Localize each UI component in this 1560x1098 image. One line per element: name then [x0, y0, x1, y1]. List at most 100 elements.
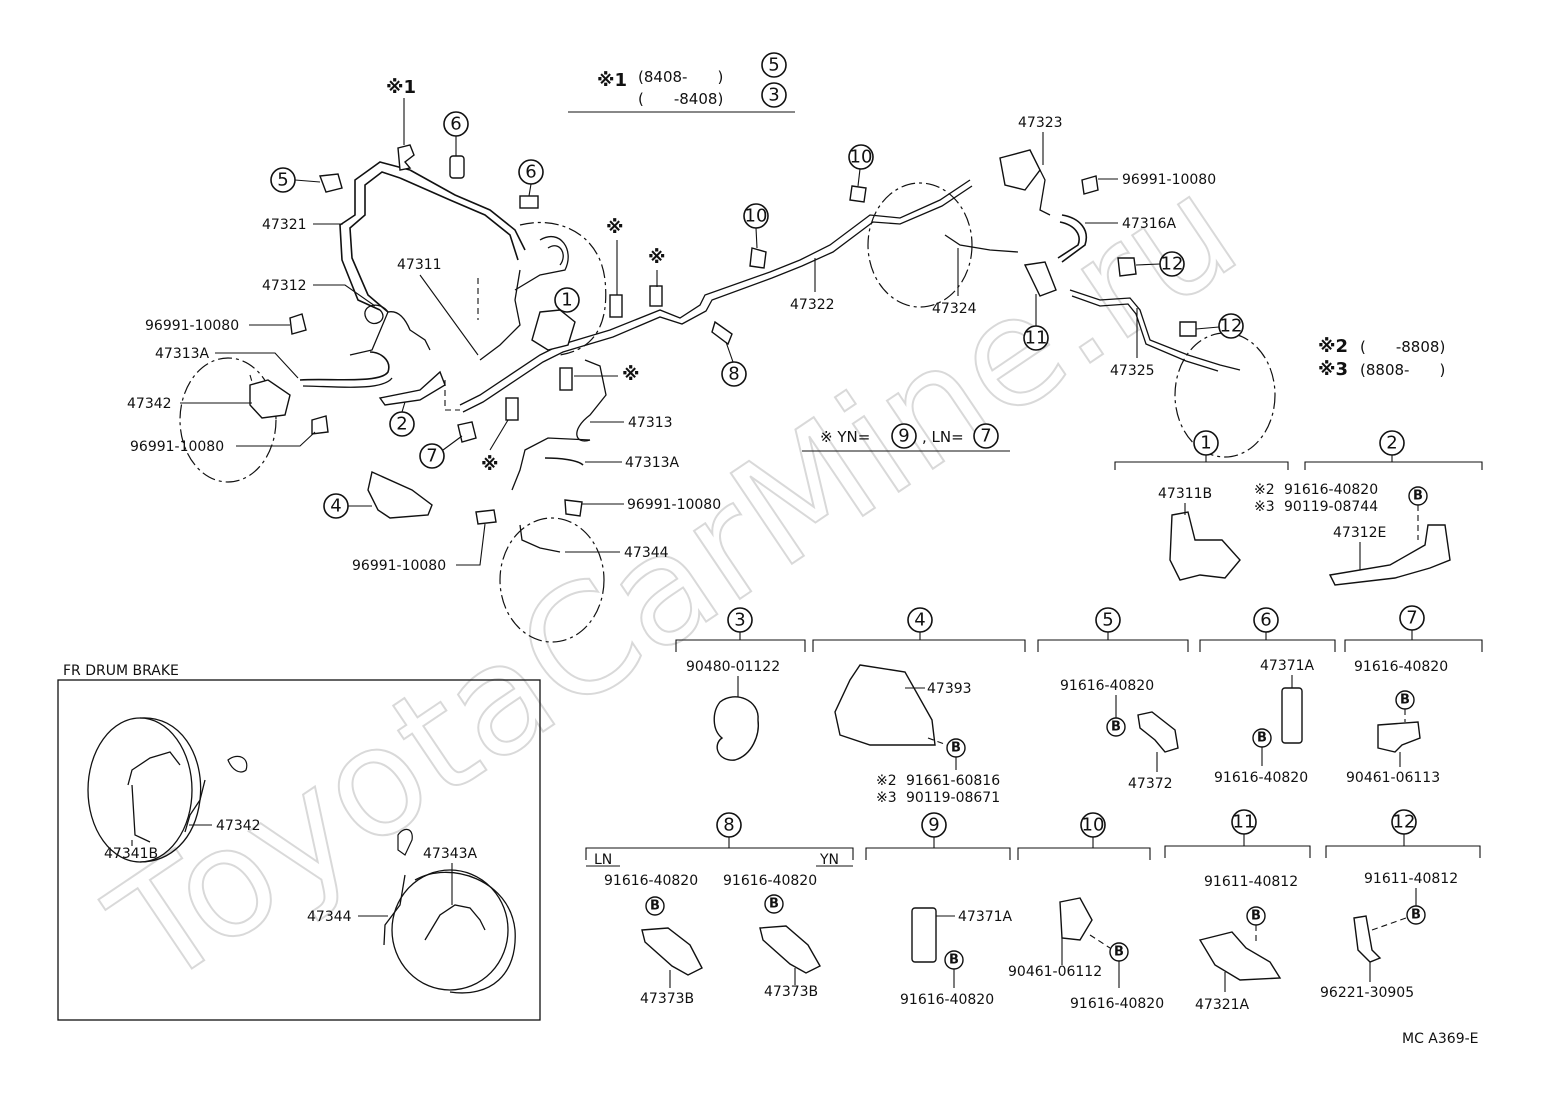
svg-text:12: 12 [1220, 316, 1243, 337]
yn-label: ※ YN= [820, 428, 870, 446]
clip-star-d [559, 367, 573, 391]
callout-12: 12 91611-40812 B 96221-30905 [1320, 809, 1481, 1001]
note-2-3-block: ※2 ( -8808) ※3 (8808- ) [1318, 336, 1445, 380]
clip-96991-b [311, 415, 329, 435]
note-3-value: (8808- ) [1360, 361, 1445, 379]
callout-5-part: 47372 [1128, 776, 1173, 792]
inset-label-47344: 47344 [307, 909, 352, 925]
clip-6a [449, 155, 465, 179]
callout-8-ln: LN [594, 852, 612, 868]
label-47311: 47311 [397, 257, 442, 273]
bracket-11 [1023, 261, 1057, 297]
svg-text:2: 2 [1386, 433, 1397, 454]
note-1-ref-1: 5 [761, 52, 787, 78]
callout-7-bolt: 91616-40820 [1354, 659, 1448, 675]
svg-text:5: 5 [277, 170, 288, 191]
yn-ref: 9 [891, 423, 917, 449]
ref-5: 5 [270, 167, 296, 193]
label-47316A: 47316A [1122, 216, 1177, 232]
label-47323: 47323 [1018, 115, 1063, 131]
svg-text:B: B [650, 899, 660, 914]
callout-1-part: 47311B [1158, 486, 1212, 502]
callout-10-bolt: 91616-40820 [1070, 996, 1164, 1012]
label-47313A-left: 47313A [155, 346, 210, 362]
diagram-code: MC A369-E [1402, 1031, 1479, 1047]
svg-text:9: 9 [928, 815, 939, 836]
svg-text:10: 10 [745, 206, 768, 227]
clip-12a [1117, 257, 1137, 277]
svg-text:※2: ※2 [876, 773, 897, 789]
label-96991-e: 96991-10080 [1122, 172, 1216, 188]
inset-label-47341B: 47341B [104, 846, 158, 862]
yn-ln-note: ※ YN= 9 , LN= 7 [802, 423, 1010, 452]
clip-7 [457, 421, 477, 443]
clip-96991-a [289, 313, 307, 335]
ref-1: 1 [554, 287, 580, 313]
callout-9: 9 47371A B 91616-40820 [865, 812, 1013, 1008]
callout-8-yn: YN [819, 852, 839, 868]
label-47344: 47344 [624, 545, 669, 561]
callout-7-part: 90461-06113 [1346, 770, 1440, 786]
label-47324: 47324 [932, 301, 977, 317]
bracket-47371A-6 [1281, 687, 1303, 744]
bracket-90461-7 [1377, 721, 1421, 753]
label-47342: 47342 [127, 396, 172, 412]
note-1-line-2: ( -8408) [638, 90, 723, 108]
callout-5: 5 91616-40820 B 47372 [1037, 607, 1189, 792]
svg-text:B: B [1413, 489, 1423, 504]
callout-9-bolt: 91616-40820 [900, 992, 994, 1008]
ref-2: 2 [389, 411, 415, 437]
callout-3-part: 90480-01122 [686, 659, 780, 675]
svg-text:B: B [1111, 720, 1121, 735]
asterisk-b: ※ [648, 247, 666, 268]
callout-11-bolt: 91611-40812 [1204, 874, 1298, 890]
clip-96991-d [475, 509, 497, 525]
small-parts [249, 144, 1197, 525]
svg-text:4: 4 [330, 496, 341, 517]
note-1-label: ※1 [597, 70, 627, 91]
svg-text:4: 4 [914, 610, 925, 631]
label-96991-b: 96991-10080 [130, 439, 224, 455]
clip-6b [519, 195, 539, 209]
svg-text:6: 6 [1260, 610, 1271, 631]
svg-text:B: B [1411, 908, 1421, 923]
main-ref-circles: 6 5 6 1 2 7 4 10 10 8 11 12 12 [270, 111, 1244, 519]
rear-right-drum [1174, 332, 1276, 458]
drums [179, 182, 1276, 643]
asterisk-d: ※ [481, 454, 499, 475]
bracket-47311B [1169, 511, 1241, 581]
bracket-47323 [999, 149, 1041, 191]
svg-text:6: 6 [450, 114, 461, 135]
svg-text:※3: ※3 [1254, 499, 1275, 515]
callout-4: 4 47393 B ※2 91661-60816 ※3 90119-08671 [812, 607, 1026, 806]
clip-12b [1179, 321, 1197, 337]
bracket-4 [367, 471, 433, 519]
clip-star-e [505, 397, 519, 421]
bracket-47393 [834, 664, 936, 746]
note-2-label: ※2 [1318, 336, 1348, 357]
clip-96991-c [564, 499, 583, 517]
svg-text:B: B [951, 741, 961, 756]
svg-text:10: 10 [1082, 815, 1105, 836]
svg-text:8: 8 [723, 815, 734, 836]
svg-text:B: B [1114, 945, 1124, 960]
clip-star-c [649, 285, 663, 307]
callout-10: 10 B 90461-06112 91616-40820 [1008, 812, 1164, 1012]
label-96991-a: 96991-10080 [145, 318, 239, 334]
callout-6: 6 47371A B 91616-40820 [1199, 607, 1336, 786]
label-47325: 47325 [1110, 363, 1155, 379]
label-star1: ※1 [386, 77, 416, 98]
note-1-block: ※1 (8408- ) ( -8408) 5 3 [568, 52, 795, 113]
label-47312: 47312 [262, 278, 307, 294]
svg-text:B: B [1400, 693, 1410, 708]
callout-8: 8 LN YN 91616-40820 91616-40820 B B 4737… [585, 812, 854, 1007]
bracket-47373B-yn [759, 925, 821, 974]
ref-12b: 12 [1218, 313, 1244, 339]
clip-10a [749, 247, 767, 269]
bracket-47373B-ln [641, 927, 703, 976]
callout-10-part: 90461-06112 [1008, 964, 1102, 980]
label-47322: 47322 [790, 297, 835, 313]
callout-2-bolt-3: 90119-08744 [1284, 499, 1378, 515]
svg-text:6: 6 [525, 162, 536, 183]
